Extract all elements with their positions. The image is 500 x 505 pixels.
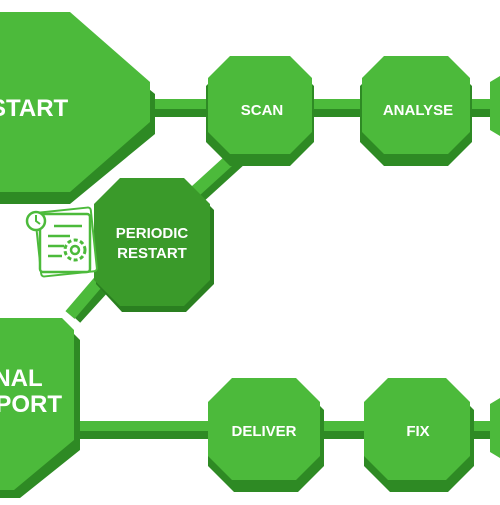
node-fix-label: FIX: [406, 423, 429, 440]
report-gear-clock-icon: [25, 206, 98, 278]
node-final-report: FINAL REPORT: [0, 318, 80, 498]
node-deliver-label: DELIVER: [231, 423, 296, 440]
node-offscreen-right-top: [490, 76, 500, 136]
node-scan-shape: [208, 56, 312, 154]
node-final-report-line1: FINAL: [0, 365, 43, 392]
node-analyse: ANALYSE: [360, 56, 472, 166]
node-periodic-restart: PERIODIC RESTART: [94, 178, 214, 312]
node-deliver-shape: [208, 378, 320, 480]
connector-periodic-final: [65, 276, 105, 319]
clock-hands: [35, 215, 41, 225]
node-analyse-label: ANALYSE: [383, 102, 453, 119]
node-final-report-line2: REPORT: [0, 391, 62, 418]
node-periodic-restart-line2: RESTART: [117, 245, 187, 262]
node-start-label: START: [0, 95, 69, 122]
node-periodic-restart-shape: [94, 178, 210, 306]
node-start-shape: [0, 12, 150, 192]
gear-icon: [63, 238, 87, 262]
node-scan-label: SCAN: [241, 102, 284, 119]
node-scan: SCAN: [206, 56, 314, 166]
node-analyse-shape: [362, 56, 470, 154]
node-fix: FIX: [364, 378, 474, 492]
node-fix-shape: [364, 378, 470, 480]
node-periodic-restart-line1: PERIODIC: [116, 225, 189, 242]
node-deliver: DELIVER: [208, 378, 324, 492]
node-offscreen-right-bottom: [490, 398, 500, 458]
gear-hub: [69, 244, 81, 256]
node-start: START: [0, 12, 155, 204]
node-final-report-shape: [0, 318, 74, 490]
